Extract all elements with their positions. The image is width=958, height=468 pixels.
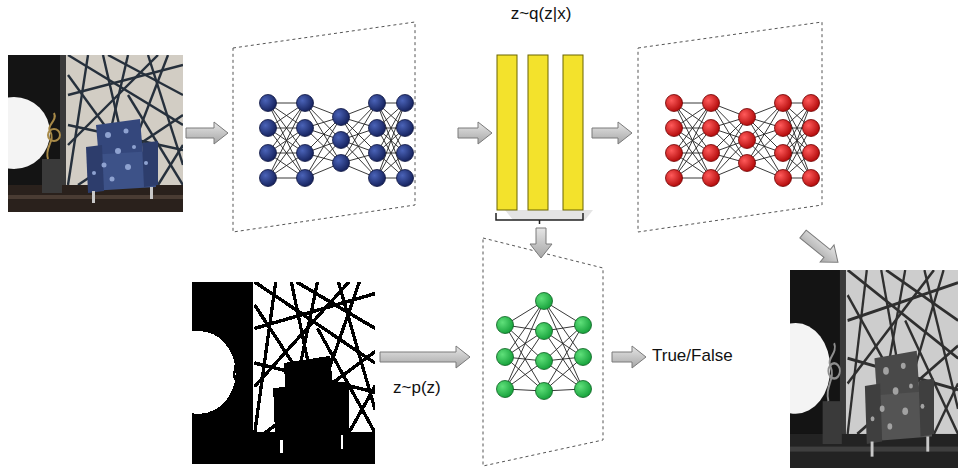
latent-bar (497, 55, 517, 210)
neuron (397, 120, 414, 137)
neuron (369, 120, 386, 137)
neuron (739, 155, 756, 172)
neuron (803, 95, 820, 112)
network-link (377, 103, 405, 178)
neuron (297, 145, 314, 162)
neuron (575, 381, 592, 398)
decoder-network (666, 95, 820, 187)
encoder-network (260, 95, 414, 187)
neuron (666, 95, 683, 112)
flow-arrow (612, 346, 646, 368)
neuron (575, 349, 592, 366)
neuron (775, 120, 792, 137)
neuron (397, 95, 414, 112)
neuron (703, 95, 720, 112)
neuron (739, 132, 756, 149)
neuron (497, 317, 514, 334)
latent-bar (563, 55, 583, 210)
neuron (333, 155, 350, 172)
reconstructed-image (761, 270, 958, 468)
neuron (536, 353, 553, 370)
neuron (775, 145, 792, 162)
latent-bar (528, 55, 548, 210)
neuron (803, 170, 820, 187)
network-link (783, 103, 811, 178)
network-link (377, 103, 405, 178)
flow-arrow (380, 346, 470, 368)
neuron (703, 145, 720, 162)
neuron (297, 170, 314, 187)
network-link (505, 301, 544, 389)
neuron (369, 95, 386, 112)
decoder-panel (638, 22, 822, 232)
prior-sample-image (161, 282, 375, 464)
neuron (497, 381, 514, 398)
neuron (775, 95, 792, 112)
latent-label: z~q(z|x) (485, 4, 597, 24)
neuron (666, 120, 683, 137)
discriminator-output-label: True/False (652, 346, 733, 366)
neuron (536, 293, 553, 310)
neuron (369, 170, 386, 187)
neuron (297, 120, 314, 137)
input-photo (0, 55, 183, 212)
neuron (803, 145, 820, 162)
encoder-panel (233, 22, 415, 232)
neuron (739, 109, 756, 126)
latent-code-block: z~q(z|x) (485, 4, 597, 226)
neuron (803, 120, 820, 137)
prior-sample-label: z~p(z) (393, 378, 441, 398)
neuron (260, 145, 277, 162)
discriminator-panel (483, 238, 603, 466)
bracket (496, 213, 583, 224)
neuron (775, 170, 792, 187)
neuron (333, 132, 350, 149)
flow-arrow (530, 228, 552, 258)
neuron (536, 383, 553, 400)
neuron (260, 95, 277, 112)
neuron (703, 120, 720, 137)
neuron (666, 170, 683, 187)
network-link (544, 301, 583, 389)
network-link (783, 103, 811, 178)
neuron (536, 323, 553, 340)
neuron (397, 145, 414, 162)
discriminator-network (497, 293, 592, 400)
neuron (297, 95, 314, 112)
neuron (369, 145, 386, 162)
flow-arrow (796, 225, 845, 270)
neuron (397, 170, 414, 187)
neuron (260, 120, 277, 137)
neuron (333, 109, 350, 126)
network-link (268, 103, 305, 178)
network-link (268, 103, 305, 178)
network-link (674, 103, 711, 178)
flow-arrow (458, 122, 492, 144)
neuron (666, 145, 683, 162)
network-link (674, 103, 711, 178)
neuron (497, 349, 514, 366)
bar-shadow (505, 210, 593, 220)
latent-bars (485, 4, 597, 226)
neuron (575, 317, 592, 334)
flow-arrow (186, 122, 228, 144)
neuron (260, 170, 277, 187)
flow-arrow (592, 122, 632, 144)
neuron (703, 170, 720, 187)
